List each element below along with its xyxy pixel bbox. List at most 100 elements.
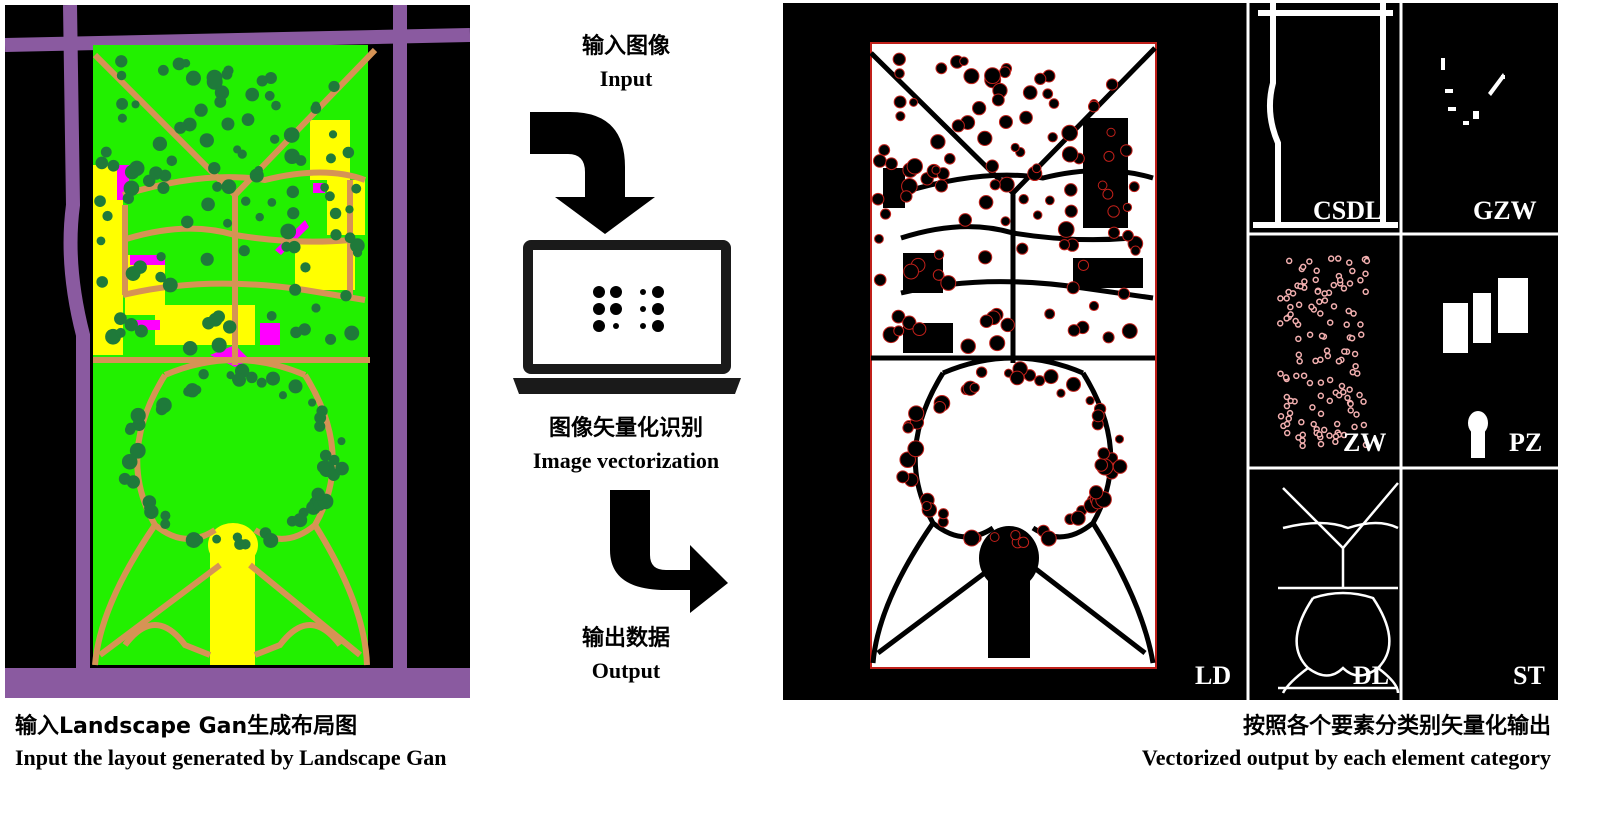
tree (960, 338, 976, 354)
tree (311, 487, 325, 501)
tree (155, 403, 168, 416)
tree (878, 144, 891, 157)
tree-dot (1317, 440, 1325, 448)
tree (325, 333, 337, 345)
tree (96, 236, 106, 246)
tree (989, 179, 1001, 191)
tree (152, 136, 168, 151)
tree-dot (1306, 379, 1314, 387)
tree (267, 198, 277, 207)
tree (206, 69, 223, 86)
tree-dot (1346, 386, 1353, 393)
right-caption-zh: 按照各个要素分类别矢量化输出 (1242, 714, 1551, 739)
tree-dot (1308, 303, 1315, 311)
tree (977, 130, 993, 146)
tree (963, 68, 980, 85)
tree (1018, 193, 1029, 205)
tree (930, 134, 946, 150)
tree (906, 158, 923, 175)
tree (934, 179, 948, 193)
label-zw: ZW (1343, 428, 1387, 457)
tree (121, 453, 138, 470)
tree (963, 529, 981, 547)
tree (114, 312, 127, 326)
tree (1064, 183, 1078, 197)
tree-dot (1306, 258, 1313, 265)
tree-dot (1320, 426, 1328, 434)
tree-dot (1340, 285, 1348, 292)
tree (1057, 221, 1075, 238)
tree (123, 180, 140, 197)
tree (156, 251, 166, 262)
tree (254, 165, 263, 175)
building (130, 255, 165, 265)
laptop-icon (513, 240, 741, 394)
tree (1103, 150, 1115, 162)
tree-dot (1349, 267, 1356, 275)
tree (902, 422, 914, 434)
tree (1070, 510, 1086, 526)
csdl-map (1253, 3, 1398, 228)
tree (116, 70, 127, 81)
tree (324, 191, 335, 202)
tree (998, 114, 1013, 129)
tree (222, 320, 237, 334)
tree (94, 195, 106, 207)
tree (912, 322, 927, 337)
tree (1114, 434, 1124, 444)
tree-dot (1333, 420, 1341, 428)
tree-dot (1283, 429, 1291, 437)
tree-dot (1356, 391, 1363, 399)
tree (214, 96, 227, 108)
tree (281, 241, 292, 252)
tree (115, 327, 126, 338)
tree (232, 532, 243, 542)
tree-dot (1310, 420, 1317, 428)
tree-dot (1338, 382, 1346, 390)
tree (1047, 132, 1058, 143)
tree (969, 382, 980, 393)
tree-dot (1285, 415, 1292, 422)
vectorized-output-panel: LD CSDL GZW ZW PZ DL ST (783, 3, 1558, 700)
tree-dot (1321, 297, 1329, 304)
tree (1010, 142, 1020, 153)
tree (264, 71, 277, 84)
tree (221, 117, 235, 131)
tree (160, 510, 171, 521)
building (260, 323, 280, 345)
tree-dot (1277, 370, 1284, 377)
tree-dot (1326, 376, 1334, 384)
boundary-road (63, 5, 90, 698)
tree (1034, 72, 1047, 86)
tree-dot (1301, 278, 1308, 285)
tree-dot (1285, 257, 1293, 265)
tree (124, 424, 136, 436)
tree (172, 57, 186, 71)
boundary-road (5, 28, 470, 52)
tree (1061, 146, 1079, 163)
label-csdl: CSDL (1313, 196, 1383, 225)
tree (286, 185, 300, 199)
tree (162, 277, 178, 293)
tree-dot (1297, 283, 1304, 290)
tree (102, 210, 113, 222)
tree (1067, 324, 1081, 337)
tree-dot (1295, 335, 1302, 343)
tree (270, 134, 280, 144)
tree (266, 310, 277, 321)
tree (931, 165, 941, 175)
tree (238, 245, 250, 257)
tree (1087, 100, 1100, 113)
gzw-map (1441, 58, 1505, 125)
tree (246, 371, 258, 384)
tree (1019, 110, 1033, 125)
tree (1058, 239, 1070, 251)
tree (271, 100, 281, 111)
tree (1000, 317, 1015, 333)
tree (310, 103, 322, 114)
tree (984, 67, 1001, 85)
tree-dot (1299, 263, 1307, 271)
tree (1120, 144, 1133, 157)
tree (340, 290, 352, 302)
tree (192, 385, 202, 395)
